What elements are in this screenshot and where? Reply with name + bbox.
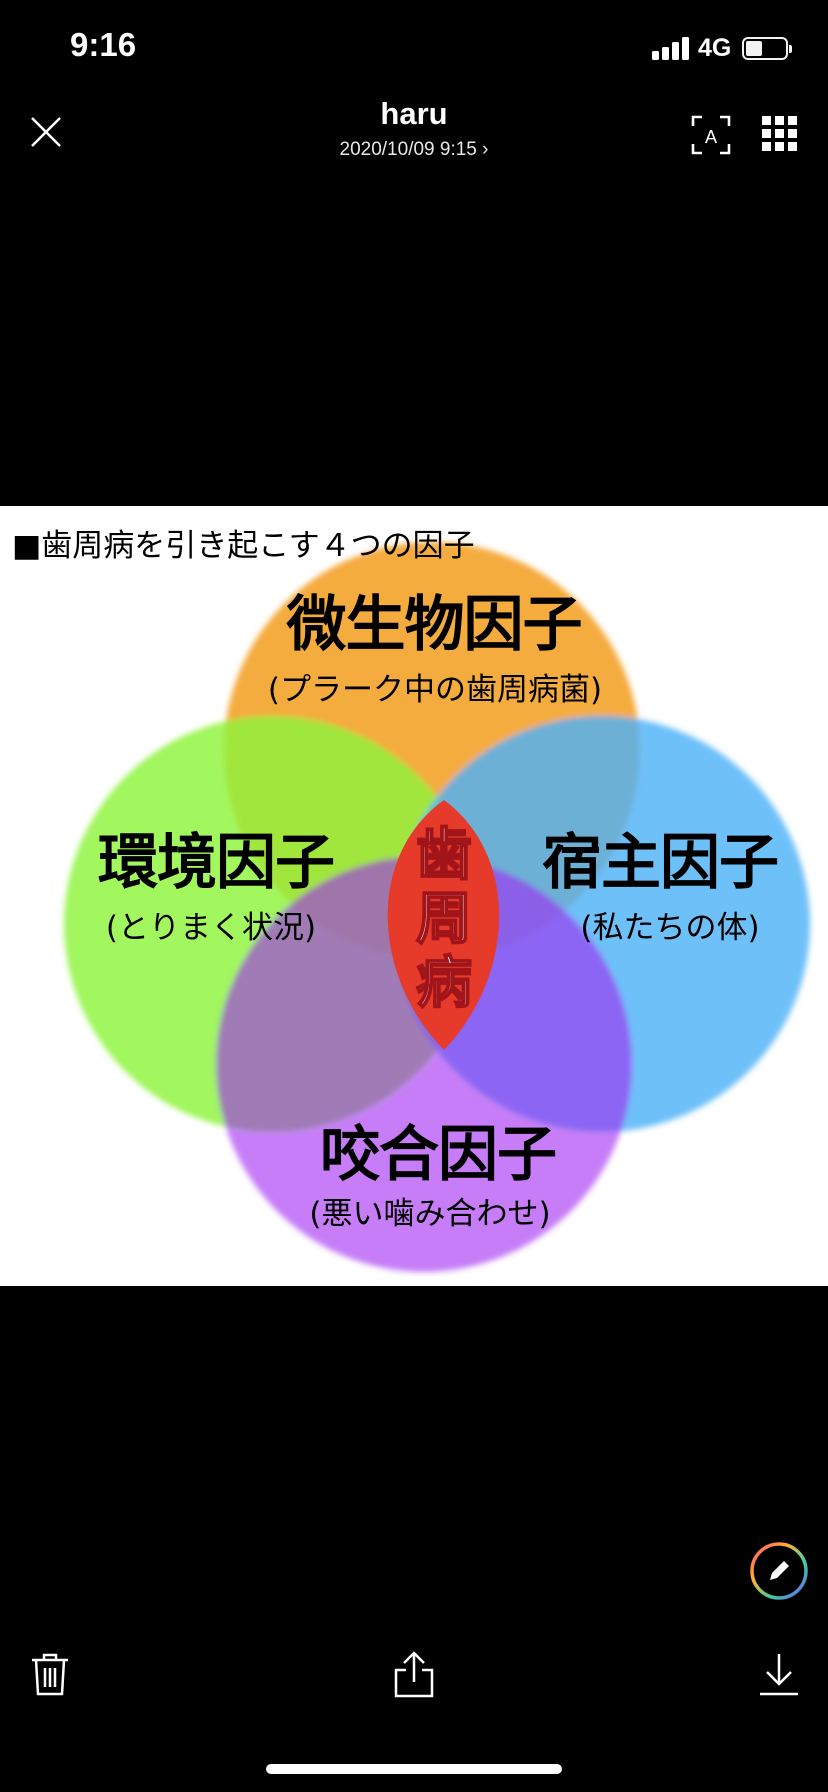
delete-button[interactable] [28, 1650, 72, 1698]
right-factor-subtitle: (私たちの体) [580, 910, 760, 946]
photo-viewer-image[interactable]: ■歯周病を引き起こす４つの因子 微生物因子 (プラーク中の歯周病菌) 環境因子 … [0, 506, 828, 1286]
share-icon [394, 1651, 434, 1698]
left-factor-title: 環境因子 [98, 828, 335, 898]
home-indicator[interactable] [266, 1764, 562, 1774]
venn-diagram [64, 542, 810, 1272]
text-scan-icon: A [691, 115, 731, 155]
svg-text:A: A [705, 127, 717, 147]
trash-icon [32, 1653, 68, 1696]
network-type: 4G [698, 34, 732, 62]
download-button[interactable] [757, 1650, 801, 1698]
bottom-factor-subtitle: (悪い噛み合わせ) [309, 1196, 551, 1232]
right-factor-title: 宿主因子 [542, 828, 779, 898]
grid-view-button[interactable] [762, 116, 798, 152]
text-scan-button[interactable]: A [690, 114, 732, 156]
image-caption: ■歯周病を引き起こす４つの因子 [12, 528, 475, 564]
edit-icon [750, 1542, 808, 1600]
close-button[interactable] [24, 110, 68, 154]
download-icon [760, 1654, 798, 1696]
cellular-signal-icon [652, 36, 692, 60]
close-icon [31, 117, 61, 147]
battery-icon [742, 37, 792, 60]
edit-button[interactable] [748, 1540, 810, 1602]
circle-bottom [216, 856, 632, 1272]
bottom-factor-title: 咬合因子 [320, 1120, 557, 1190]
top-factor-title: 微生物因子 [286, 590, 583, 660]
top-factor-subtitle: (プラーク中の歯周病菌) [267, 672, 603, 708]
center-label: 歯周病 [415, 823, 473, 1017]
timestamp-link[interactable]: 2020/10/09 9:15 › [339, 139, 489, 160]
chat-title: haru [380, 96, 448, 131]
share-button[interactable] [392, 1650, 436, 1698]
left-factor-subtitle: (とりまく状況) [105, 910, 317, 946]
status-time: 9:16 [70, 26, 137, 63]
grid-icon [762, 116, 798, 152]
center-leaf [387, 800, 500, 1050]
